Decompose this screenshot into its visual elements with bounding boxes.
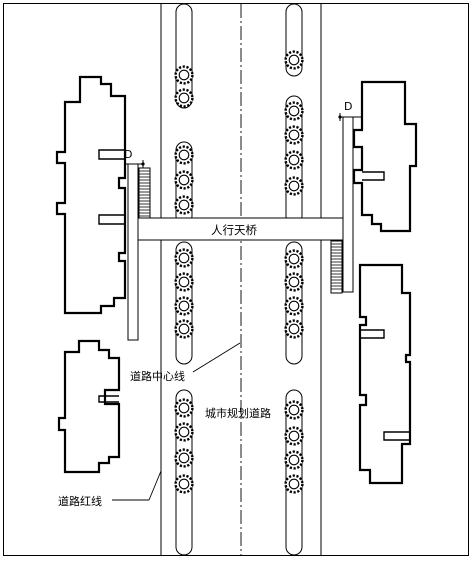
tree-left-7 bbox=[174, 272, 194, 292]
tree-left-3 bbox=[174, 145, 194, 165]
frame-border bbox=[3, 3, 469, 556]
tree-right-25 bbox=[284, 450, 304, 470]
bridge-label: 人行天桥 bbox=[211, 223, 257, 237]
tree-left-13 bbox=[174, 474, 194, 494]
building-right-notch-2 bbox=[360, 329, 385, 339]
tree-right-22 bbox=[284, 319, 304, 339]
tree-left-6 bbox=[174, 248, 194, 268]
building-right-upper bbox=[352, 80, 418, 233]
bridge-stair-left bbox=[127, 163, 151, 341]
green-strips bbox=[175, 3, 303, 556]
building-left-notch-2 bbox=[98, 214, 125, 225]
red-line-label: 道路红线 bbox=[58, 494, 102, 508]
buildings-right bbox=[352, 80, 418, 485]
tree-right-17 bbox=[284, 150, 304, 170]
building-left-notch-1 bbox=[98, 149, 125, 160]
green-strip-left-4 bbox=[175, 389, 193, 556]
dimension-d-left-label: D bbox=[124, 148, 132, 161]
tree-right-21 bbox=[284, 296, 304, 316]
stair-column-left bbox=[127, 163, 139, 341]
trees bbox=[174, 50, 304, 494]
stair-steps-right bbox=[331, 243, 342, 290]
building-left-notches bbox=[98, 149, 125, 403]
building-left-lower bbox=[57, 339, 121, 474]
tree-left-2 bbox=[174, 88, 194, 108]
tree-left-10 bbox=[174, 398, 194, 418]
green-strip-right-4 bbox=[285, 389, 303, 556]
dimension-d-right-label: D bbox=[344, 100, 352, 113]
building-right-notch-1 bbox=[362, 171, 385, 181]
bridge-stair-right bbox=[330, 116, 354, 294]
dimension-d-right-dot bbox=[338, 115, 342, 119]
tree-right-26 bbox=[284, 474, 304, 494]
tree-right-18 bbox=[284, 176, 304, 196]
tree-left-1 bbox=[174, 65, 194, 85]
tree-right-23 bbox=[284, 400, 304, 420]
tree-left-8 bbox=[174, 296, 194, 316]
tree-right-14 bbox=[284, 50, 304, 70]
buildings-left bbox=[55, 75, 127, 474]
tree-right-19 bbox=[284, 249, 304, 269]
building-right-notches bbox=[360, 171, 410, 441]
dimension-d-left-dot bbox=[141, 162, 145, 166]
tree-right-16 bbox=[284, 125, 304, 145]
tree-left-9 bbox=[174, 319, 194, 339]
building-right-lower bbox=[358, 263, 412, 485]
tree-left-5 bbox=[174, 195, 194, 215]
tree-right-24 bbox=[284, 426, 304, 446]
stair-column-right bbox=[342, 116, 354, 293]
red-line-leader-diagonal bbox=[148, 470, 162, 501]
building-left-upper bbox=[55, 75, 127, 315]
tree-left-12 bbox=[174, 448, 194, 468]
stair-treads-right bbox=[330, 240, 343, 294]
building-left-notch-3 bbox=[98, 395, 119, 403]
tree-right-20 bbox=[284, 272, 304, 292]
green-strip-left-1 bbox=[175, 3, 193, 109]
building-right-notch-3 bbox=[383, 431, 410, 441]
tree-left-11 bbox=[174, 422, 194, 442]
centerline-leader bbox=[192, 342, 241, 373]
green-strip-right-1 bbox=[285, 3, 303, 77]
tree-right-15 bbox=[284, 101, 304, 121]
pedestrian-bridge bbox=[137, 217, 344, 241]
planned-road-label: 城市规划道路 bbox=[205, 406, 271, 420]
stair-steps-left bbox=[139, 170, 150, 220]
centerline-label: 道路中心线 bbox=[130, 369, 185, 383]
tree-left-4 bbox=[174, 170, 194, 190]
